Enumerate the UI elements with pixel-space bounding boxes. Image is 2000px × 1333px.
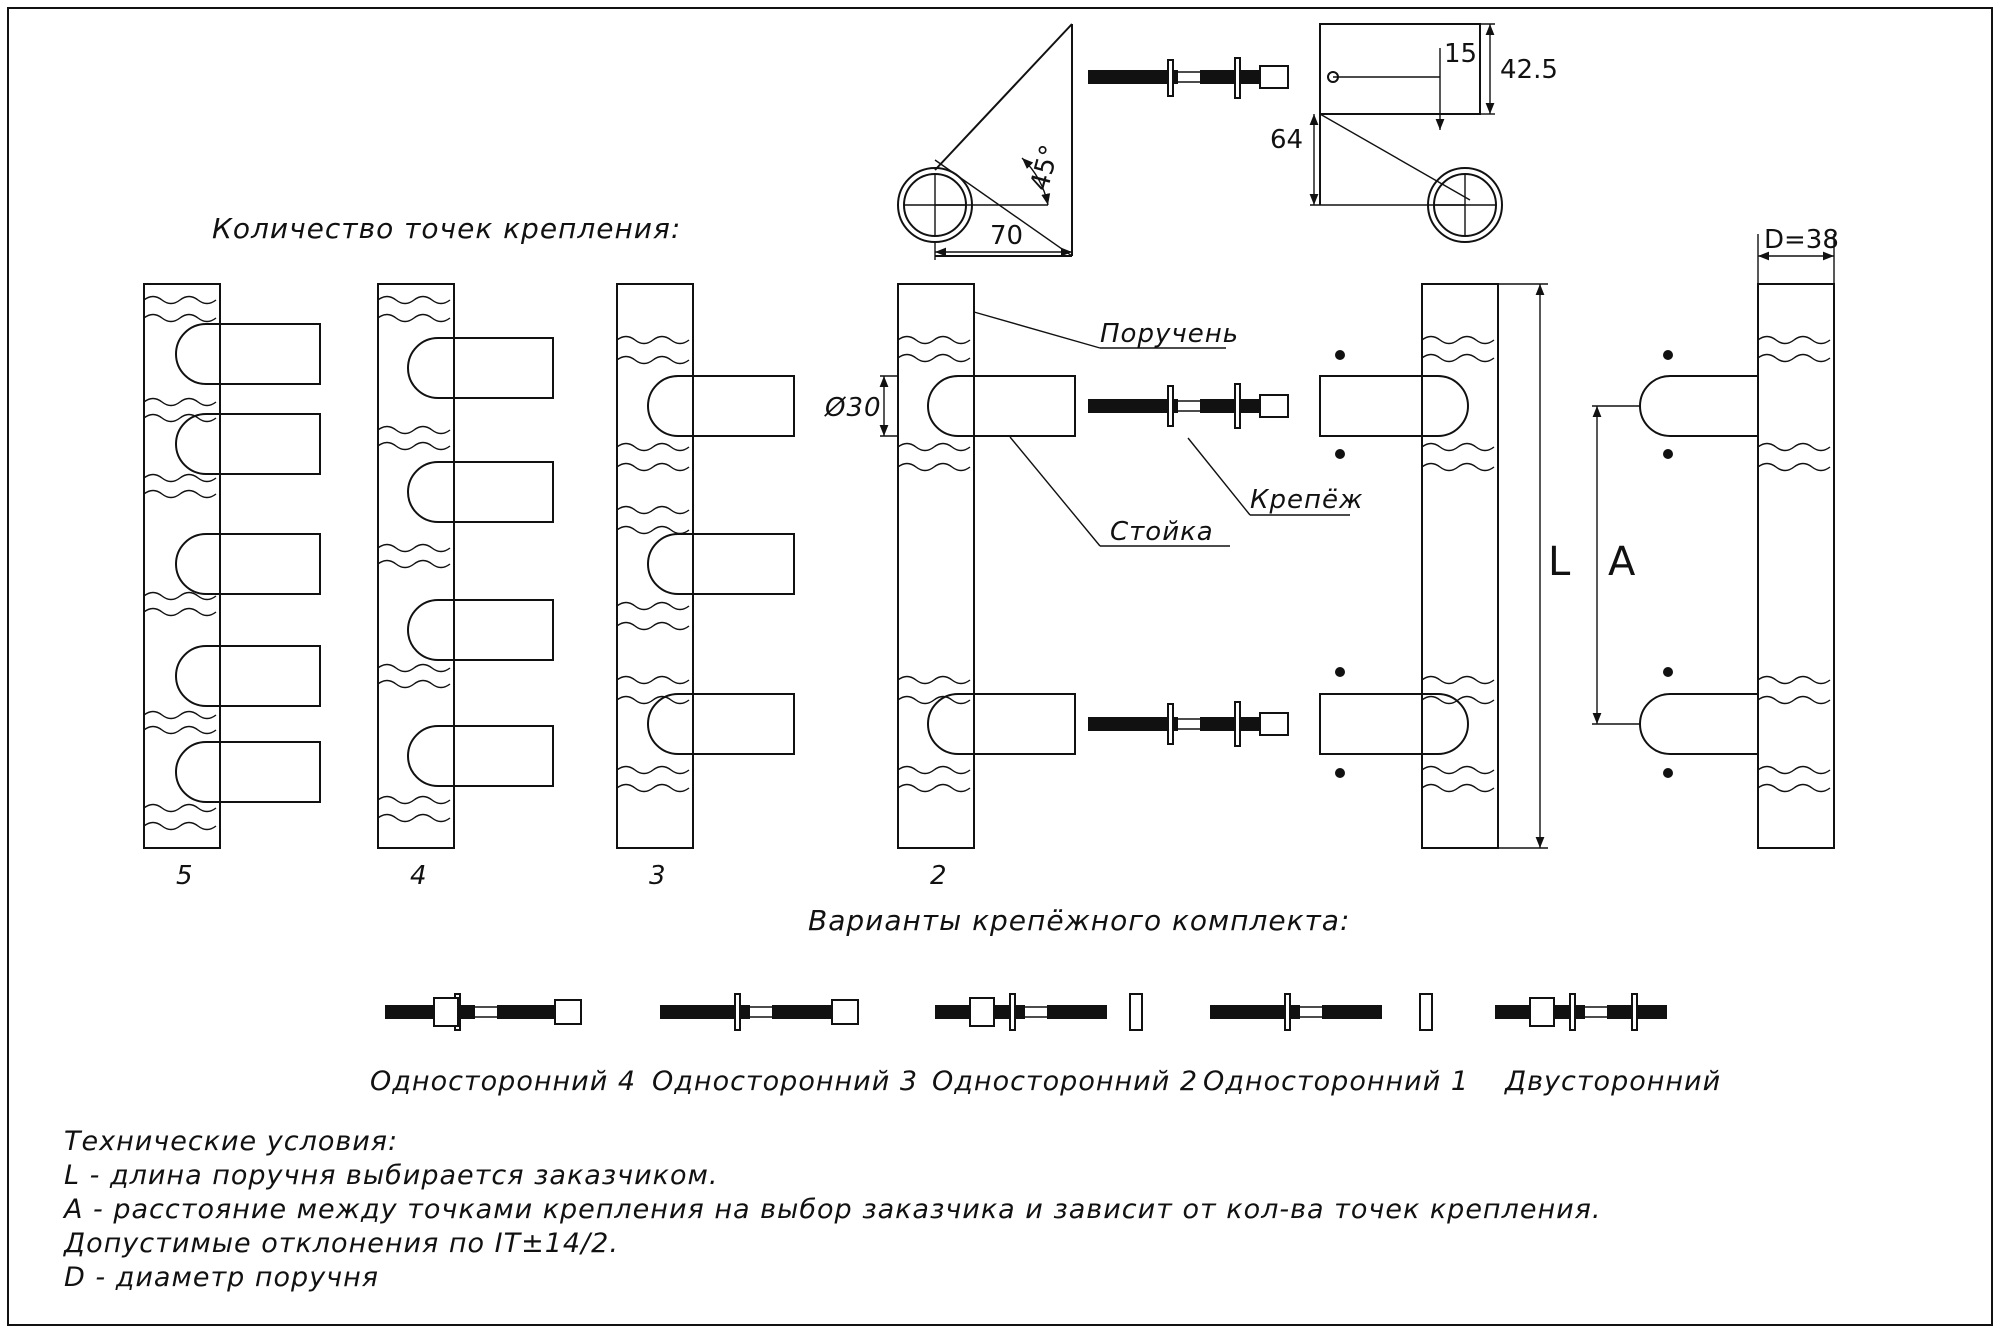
variant-4-points bbox=[377, 283, 554, 849]
kit-label-1: Односторонний 4 bbox=[370, 1066, 636, 1097]
variant-3-points bbox=[616, 283, 795, 849]
variant-5-points bbox=[143, 283, 321, 849]
dim-15: 15 bbox=[1444, 39, 1477, 69]
count-3: 3 bbox=[649, 861, 666, 891]
label-post: Стойка bbox=[1110, 517, 1214, 547]
variant-2-points bbox=[879, 283, 1076, 849]
kit-variants bbox=[384, 993, 1668, 1031]
label-D: D=38 bbox=[1764, 225, 1839, 255]
label-A: A bbox=[1608, 539, 1636, 585]
count-2: 2 bbox=[930, 861, 947, 891]
count-5: 5 bbox=[176, 861, 193, 891]
dim-64: 64 bbox=[1270, 125, 1303, 155]
label-L: L bbox=[1548, 539, 1571, 585]
kit-label-3: Односторонний 2 bbox=[932, 1066, 1198, 1097]
drawing-frame bbox=[7, 7, 1993, 1326]
notes-line-1: Технические условия: bbox=[64, 1126, 398, 1157]
dim-70: 70 bbox=[990, 221, 1023, 251]
label-fastener: Крепёж bbox=[1250, 485, 1363, 515]
notes-line-2: L - длина поручня выбирается заказчиком. bbox=[64, 1160, 718, 1191]
assembled-view bbox=[1319, 283, 1548, 849]
count-4: 4 bbox=[410, 861, 427, 891]
notes-line-5: D - диаметр поручня bbox=[64, 1262, 379, 1293]
notes-line-4: Допустимые отклонения по IT±14/2. bbox=[63, 1228, 619, 1259]
mount-points-title: Количество точек крепления: bbox=[212, 212, 681, 245]
far-right-view bbox=[1592, 234, 1835, 849]
kit-label-5: Двусторонний bbox=[1504, 1066, 1721, 1097]
fastener-assembly bbox=[1087, 383, 1289, 747]
dim-angle: 45° bbox=[1025, 142, 1066, 194]
dim-42: 42.5 bbox=[1500, 55, 1558, 85]
kit-label-4: Односторонний 1 bbox=[1203, 1066, 1469, 1097]
notes-line-3: A - расстояние между точками крепления н… bbox=[62, 1194, 1601, 1225]
kit-variants-title: Варианты крепёжного комплекта: bbox=[808, 904, 1350, 937]
label-dia30: Ø30 bbox=[824, 393, 882, 423]
kit-label-2: Односторонний 3 bbox=[652, 1066, 918, 1097]
label-handrail: Поручень bbox=[1100, 319, 1239, 349]
post bbox=[175, 323, 321, 803]
leaders bbox=[973, 311, 1350, 547]
top-detail-views bbox=[897, 23, 1503, 260]
